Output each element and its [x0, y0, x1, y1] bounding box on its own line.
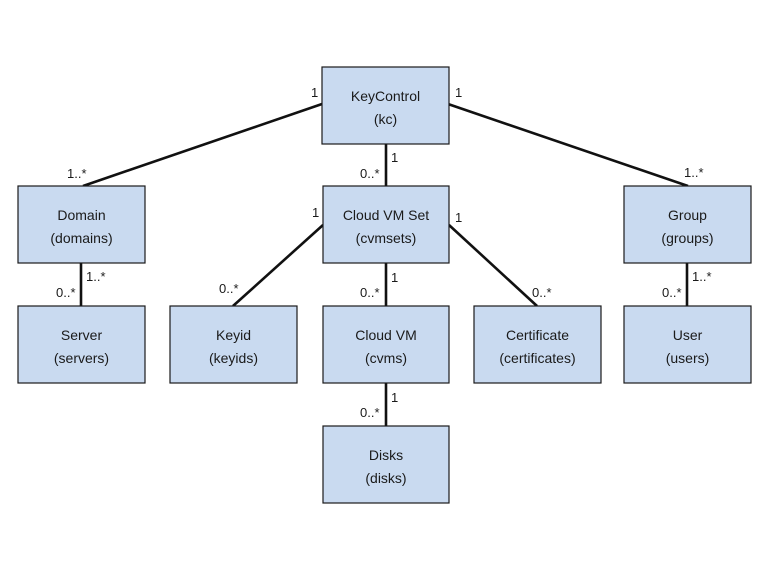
multiplicity-label: 1..*	[684, 165, 704, 180]
multiplicity-label: 0..*	[360, 166, 380, 181]
entity-server: Server (servers)	[17, 305, 146, 384]
entity-certificate: Certificate (certificates)	[473, 305, 602, 384]
entity-name: Disks	[369, 447, 403, 463]
multiplicity-label: 1..*	[86, 269, 106, 284]
multiplicity-label: 1..*	[67, 166, 87, 181]
multiplicity-label: 0..*	[219, 281, 239, 296]
entity-key: (cvms)	[365, 350, 407, 366]
multiplicity-label: 1	[455, 210, 462, 225]
multiplicity-label: 0..*	[56, 285, 76, 300]
multiplicity-label: 0..*	[360, 405, 380, 420]
multiplicity-label: 1	[391, 390, 398, 405]
entity-key: (kc)	[374, 111, 397, 127]
edge-kc-group	[447, 102, 689, 188]
entity-cloud-vm-set: Cloud VM Set (cvmsets)	[322, 185, 450, 264]
multiplicity-label: 1	[312, 205, 319, 220]
multiplicity-label: 1	[455, 85, 462, 100]
entity-cloud-vm: Cloud VM (cvms)	[322, 305, 450, 384]
edge-kc-domain	[82, 102, 323, 188]
entity-name: Group	[668, 207, 707, 223]
entity-user: User (users)	[623, 305, 752, 384]
multiplicity-label: 0..*	[360, 285, 380, 300]
entity-key: (keyids)	[209, 350, 258, 366]
entity-key: (users)	[666, 350, 710, 366]
multiplicity-label: 1	[391, 270, 398, 285]
multiplicity-label: 0..*	[532, 285, 552, 300]
entity-group: Group (groups)	[623, 185, 752, 264]
entity-key: (disks)	[365, 470, 406, 486]
entity-name: Keyid	[216, 327, 251, 343]
edge-cvmset-certificate	[448, 224, 538, 307]
entity-keyid: Keyid (keyids)	[169, 305, 298, 384]
entity-key: (servers)	[54, 350, 109, 366]
entity-keycontrol: KeyControl (kc)	[321, 66, 450, 145]
entity-name: Domain	[57, 207, 105, 223]
entity-name: Server	[61, 327, 103, 343]
entity-name: Cloud VM Set	[343, 207, 429, 223]
entity-key: (certificates)	[499, 350, 575, 366]
multiplicity-label: 0..*	[662, 285, 682, 300]
entity-name: KeyControl	[351, 88, 420, 104]
multiplicity-label: 1	[391, 150, 398, 165]
multiplicity-label: 1	[311, 85, 318, 100]
entity-disks: Disks (disks)	[322, 425, 450, 504]
entity-key: (domains)	[50, 230, 112, 246]
entity-name: Certificate	[506, 327, 569, 343]
entity-key: (groups)	[661, 230, 713, 246]
entity-name: User	[673, 327, 703, 343]
entity-key: (cvmsets)	[356, 230, 417, 246]
multiplicity-label: 1..*	[692, 269, 712, 284]
edge-cvmset-keyid	[232, 224, 324, 307]
entity-name: Cloud VM	[355, 327, 416, 343]
entity-domain: Domain (domains)	[17, 185, 146, 264]
